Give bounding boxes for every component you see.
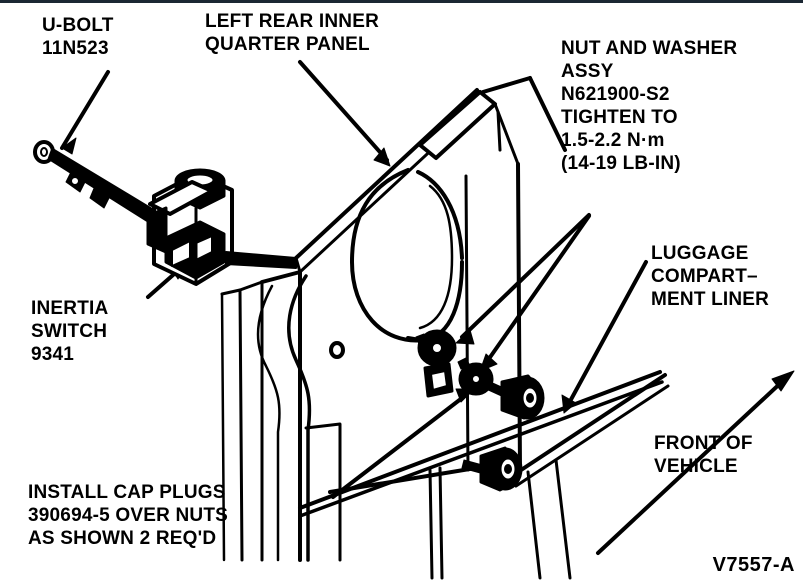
inertia-switch-part xyxy=(146,168,297,286)
arrow-front-of-vehicle xyxy=(596,370,795,555)
cap-plug-lower xyxy=(461,446,523,492)
quarter-panel-part xyxy=(220,76,567,562)
nut-washer-middle xyxy=(457,357,494,396)
leader-nut-washer-upper xyxy=(455,213,591,345)
leader-nut-washer-lower xyxy=(479,214,591,372)
label-inertia-switch: INERTIA SWITCH 9341 xyxy=(31,298,109,365)
cap-plug-middle xyxy=(483,374,545,420)
luggage-compartment-liner-part xyxy=(298,370,670,580)
page-top-rule xyxy=(0,0,803,3)
leader-quarter-panel xyxy=(298,60,391,167)
leader-luggage-liner xyxy=(561,260,648,414)
label-cap-plugs: INSTALL CAP PLUGS 390694-5 OVER NUTS AS … xyxy=(28,482,229,549)
label-nut-and-washer: NUT AND WASHER ASSY N621900-S2 TIGHTEN T… xyxy=(561,38,738,174)
figure-id: V7557-A xyxy=(712,554,795,576)
leader-u-bolt xyxy=(60,70,110,155)
nut-washer-upper xyxy=(406,329,457,367)
u-bolt-part xyxy=(33,140,169,232)
label-luggage-liner: LUGGAGE COMPART– MENT LINER xyxy=(651,243,770,310)
label-front-of-vehicle: FRONT OF VEHICLE xyxy=(654,433,753,477)
label-quarter-panel: LEFT REAR INNER QUARTER PANEL xyxy=(205,11,379,55)
label-u-bolt: U-BOLT 11N523 xyxy=(42,15,114,59)
panel-square-hole xyxy=(423,362,454,398)
